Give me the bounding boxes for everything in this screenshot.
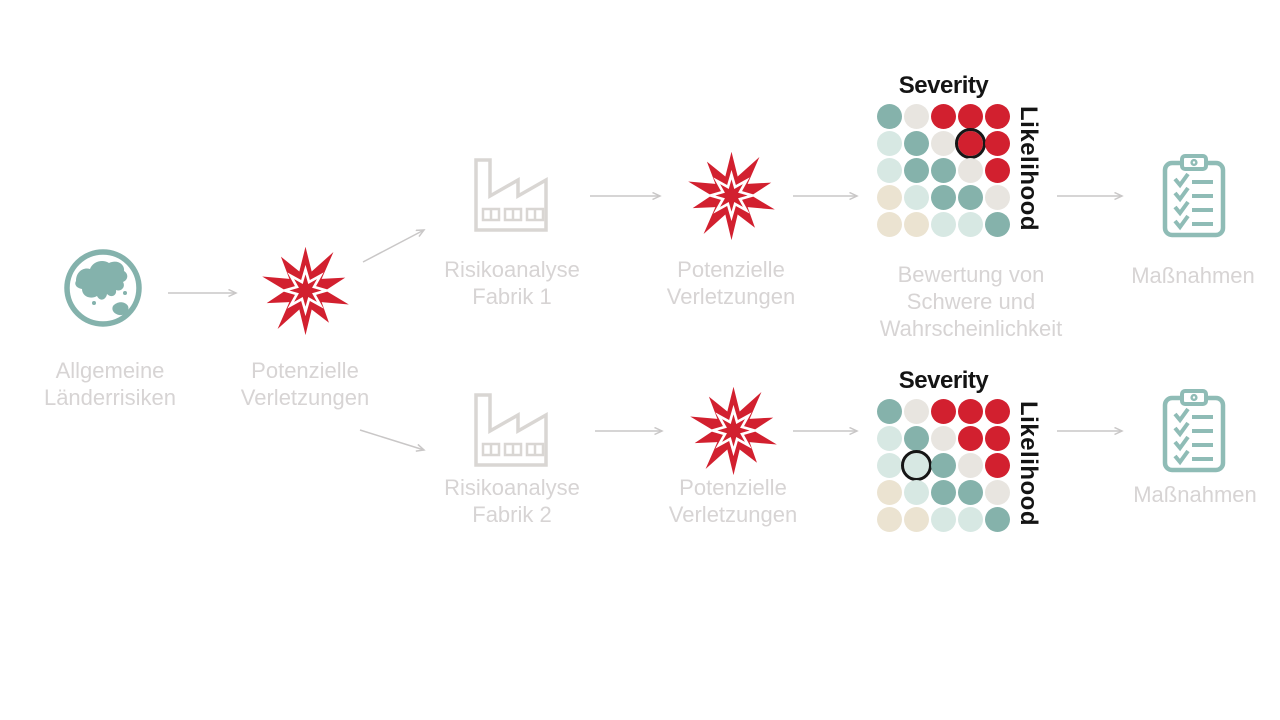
label-measures-1: Maßnahmen <box>1131 263 1255 288</box>
matrix-dot-pale <box>877 426 902 451</box>
matrix-dot-teal <box>931 480 956 505</box>
matrix-dot-red <box>985 399 1010 424</box>
matrix-dot-pale <box>877 158 902 183</box>
matrix-dot-beige <box>904 212 929 237</box>
checklist-clipboard-icon-1 <box>1161 153 1227 239</box>
matrix-dot-pale <box>904 480 929 505</box>
factory-icon-1 <box>472 156 552 234</box>
explosion-icon <box>258 243 353 338</box>
matrix-dot-teal <box>958 185 983 210</box>
matrix-dot-beige <box>877 185 902 210</box>
label-measures-2: Maßnahmen <box>1133 482 1257 507</box>
explosion-icon-row2 <box>686 383 781 478</box>
matrix-dot-beige <box>904 507 929 532</box>
factory-icon-2 <box>472 391 552 469</box>
matrix-dot-red <box>985 426 1010 451</box>
matrix-dot-red <box>958 426 983 451</box>
matrix-dot-beige <box>877 212 902 237</box>
matrix-dot-teal <box>877 104 902 129</box>
likelihood-axis-label-1: Likelihood <box>1015 106 1042 231</box>
label-country-risks: Allgemeine Länderrisiken <box>43 358 177 410</box>
matrix-dot-gray <box>931 131 956 156</box>
matrix-dot-gray <box>985 185 1010 210</box>
checklist-clipboard-icon-2 <box>1161 388 1227 474</box>
matrix-dot-red <box>931 399 956 424</box>
matrix-dot-red <box>955 128 986 159</box>
matrix-dot-pale <box>958 507 983 532</box>
matrix-dot-red <box>985 104 1010 129</box>
matrix-dot-red <box>985 158 1010 183</box>
matrix-dot-red <box>931 104 956 129</box>
matrix-dot-pale <box>877 453 902 478</box>
arrow-burst-to-factory-2 <box>359 429 424 450</box>
matrix-dot-red <box>985 131 1010 156</box>
globe-icon <box>63 248 143 328</box>
matrix-dot-pale <box>877 131 902 156</box>
severity-axis-label-2: Severity <box>898 367 989 394</box>
risk-matrix-1: Severity Likelihood <box>877 73 1045 237</box>
matrix-dot-teal <box>877 399 902 424</box>
explosion-icon-row1 <box>684 148 779 243</box>
matrix-dot-gray <box>985 480 1010 505</box>
matrix-dot-teal <box>985 507 1010 532</box>
risk-matrix-2-grid <box>877 399 1045 532</box>
matrix-dot-pale <box>931 212 956 237</box>
severity-axis-label-1: Severity <box>898 72 989 99</box>
matrix-dot-beige <box>877 507 902 532</box>
matrix-dot-teal <box>931 453 956 478</box>
matrix-dot-teal <box>931 158 956 183</box>
risk-matrix-1-grid <box>877 104 1045 237</box>
matrix-dot-pale <box>958 212 983 237</box>
matrix-dot-pale <box>931 507 956 532</box>
matrix-dot-pale <box>904 185 929 210</box>
matrix-dot-gray <box>904 104 929 129</box>
matrix-dot-pale <box>901 450 932 481</box>
matrix-dot-teal <box>931 185 956 210</box>
label-potential-injuries-1: Potenzielle Verletzungen <box>666 257 796 309</box>
matrix-dot-gray <box>904 399 929 424</box>
matrix-dot-beige <box>877 480 902 505</box>
matrix-dot-gray <box>958 158 983 183</box>
label-factory-1: Risikoanalyse Fabrik 1 <box>444 257 580 309</box>
matrix-dot-teal <box>958 480 983 505</box>
matrix-dot-gray <box>931 426 956 451</box>
label-potential-injuries-0: Potenzielle Verletzungen <box>240 358 370 410</box>
risk-matrix-2: Severity Likelihood <box>877 368 1045 532</box>
matrix-dot-teal <box>904 158 929 183</box>
matrix-dot-gray <box>958 453 983 478</box>
label-potential-injuries-2: Potenzielle Verletzungen <box>668 475 798 527</box>
matrix-dot-red <box>958 399 983 424</box>
matrix-dot-teal <box>904 131 929 156</box>
arrow-burst-to-factory-1 <box>362 230 424 263</box>
label-assessment: Bewertung von Schwere und Wahrscheinlich… <box>879 262 1063 341</box>
label-factory-2: Risikoanalyse Fabrik 2 <box>444 475 580 527</box>
matrix-dot-teal <box>985 212 1010 237</box>
matrix-dot-red <box>958 104 983 129</box>
likelihood-axis-label-2: Likelihood <box>1015 401 1042 526</box>
matrix-dot-red <box>985 453 1010 478</box>
matrix-dot-teal <box>904 426 929 451</box>
